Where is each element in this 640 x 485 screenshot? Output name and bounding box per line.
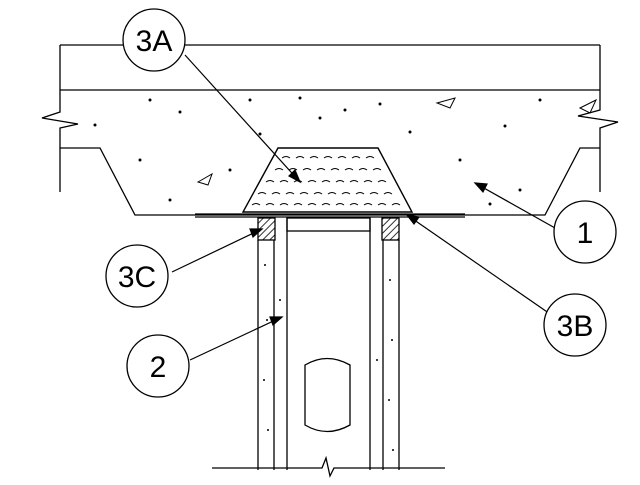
bearing-pad-right	[381, 217, 400, 241]
callout-3c-label: 3C	[118, 261, 156, 294]
callout-3a: 3A	[122, 8, 186, 72]
bearing-block-3a	[241, 147, 414, 213]
leader-lines	[171, 54, 556, 361]
callout-3c: 3C	[105, 244, 169, 308]
callout-2: 2	[126, 334, 190, 398]
callout-3b: 3B	[543, 293, 607, 357]
callout-3b-label: 3B	[557, 310, 594, 343]
callout-2-label: 2	[150, 351, 167, 384]
callout-1: 1	[553, 200, 617, 264]
column-texture	[263, 264, 394, 451]
column	[212, 217, 445, 478]
concrete-slab	[41, 44, 619, 218]
callout-3a-label: 3A	[136, 25, 173, 58]
concrete-texture	[93, 96, 598, 206]
callout-1-label: 1	[577, 217, 594, 250]
